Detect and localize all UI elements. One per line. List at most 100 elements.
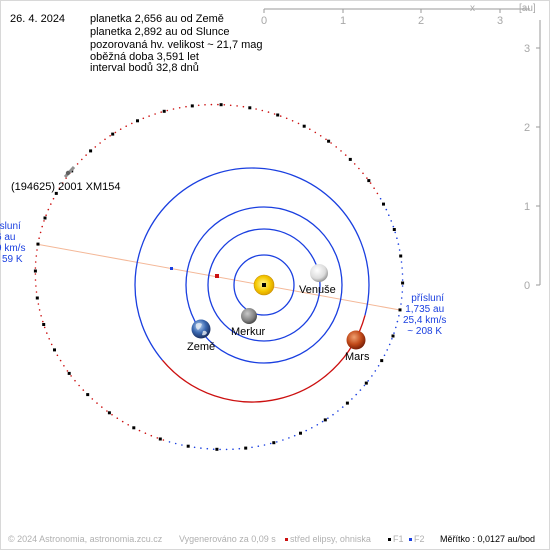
info-distance-sun: planetka 2,892 au od Slunce (90, 26, 230, 38)
asteroid-interval-point (248, 106, 252, 110)
asteroid-orbit-dot (379, 197, 382, 200)
asteroid-interval-point (186, 444, 190, 448)
asteroid-orbit-dot (43, 220, 45, 222)
earth-orbit (185, 206, 343, 364)
asteroid-orbit-dot (45, 214, 47, 216)
asteroid-orbit-dot (325, 138, 327, 141)
asteroid-orbit-dot (269, 442, 272, 445)
perihelion-distance: 1,735 au (405, 304, 445, 315)
mercury-icon (241, 308, 257, 324)
mars-orbit-segment (161, 315, 366, 403)
asteroid-orbit-dot (401, 273, 404, 275)
asteroid-orbit-dot (369, 182, 372, 184)
asteroid-interval-point (244, 446, 248, 450)
asteroid-orbit-dot (400, 261, 403, 263)
asteroid-interval-point (111, 132, 115, 136)
x-tick-1: 1 (340, 15, 346, 27)
earth-icon (191, 319, 211, 339)
asteroid-orbit-dot (111, 413, 113, 416)
asteroid-orbit-dot (34, 261, 37, 263)
asteroid-interval-point (272, 441, 276, 445)
asteroid-orbit-dot (172, 108, 175, 110)
asteroid-orbit-dot (127, 424, 129, 426)
asteroid-orbit-dot (174, 442, 177, 445)
asteroid-orbit-dot (393, 332, 395, 334)
asteroid-orbit-dot (70, 375, 72, 377)
perihelion-title: přísluní (411, 293, 445, 304)
asteroid-interval-point (399, 254, 403, 258)
date-label: 26. 4. 2024 (10, 13, 66, 25)
y-axis (536, 20, 541, 286)
asteroid-orbit-dot (273, 113, 276, 115)
asteroid-interval-point (367, 179, 371, 183)
asteroid-orbit-dot (282, 439, 284, 441)
asteroid-orbit-dot (43, 326, 46, 329)
ellipse-legend-text: střed elipsy, ohniska (290, 534, 371, 544)
asteroid-interval-point (323, 418, 327, 422)
asteroid-orbit-dot (81, 158, 83, 161)
asteroid-orbit-dot (181, 444, 183, 446)
asteroid-orbit-dot (142, 117, 145, 120)
x-tick-2: 2 (418, 15, 424, 27)
asteroid-orbit-dot (160, 111, 162, 113)
asteroid-orbit-dot (85, 154, 87, 156)
asteroid-orbit-dot (225, 448, 228, 451)
x-tick-3: 3 (497, 15, 503, 27)
asteroid-interval-point (391, 334, 395, 338)
asteroid-orbit-dot (76, 163, 79, 165)
asteroid-orbit-dot (388, 214, 390, 216)
asteroid-orbit-dot (178, 107, 181, 109)
asteroid-orbit-dot (46, 332, 48, 334)
perihelion-temperature: ~ 208 K (407, 326, 443, 337)
asteroid-interval-point (43, 216, 47, 220)
asteroid-orbit-dot (212, 448, 215, 451)
asteroid-interval-point (35, 296, 39, 300)
perihelion-info: přísluní 1,735 au 25,4 km/s ~ 208 K (403, 293, 446, 337)
asteroid-orbit-dot (400, 297, 403, 299)
f1-legend-marker (388, 537, 391, 541)
asteroid-orbit-dot (162, 439, 165, 441)
asteroid-orbit-dot (94, 146, 97, 148)
asteroid-interval-point (276, 113, 280, 117)
asteroid-interval-point (401, 281, 405, 285)
asteroid-orbit-dot (78, 384, 80, 387)
asteroid-orbit-dot (353, 163, 356, 165)
asteroid-orbit-dot (91, 398, 94, 400)
focus-f2-marker (215, 274, 219, 278)
asteroid-orbit-dot (50, 203, 52, 205)
asteroid-orbit-dot (229, 104, 232, 107)
asteroid-orbit-dot (383, 354, 386, 357)
asteroid-orbit-dot (185, 105, 187, 108)
asteroid-interval-point (219, 103, 223, 107)
asteroid-orbit-dot (335, 146, 338, 148)
asteroid-orbit-dot (63, 365, 65, 367)
asteroid-orbit-dot (398, 315, 400, 317)
asteroid-interval-point (215, 447, 219, 451)
info-magnitude: pozorovaná hv. velikost ~ 21,7 mag (90, 39, 263, 51)
asteroid-orbit-dot (59, 359, 62, 362)
asteroid-orbit-dot (99, 142, 101, 144)
asteroid-orbit-dot (125, 125, 127, 127)
generation-time: Vygenerováno za 0,09 s (179, 534, 276, 544)
f2-legend-text: F2 (414, 534, 425, 544)
asteroid-orbit-dot (267, 111, 270, 113)
asteroid-orbit-dot (119, 128, 122, 130)
asteroid-interval-point (54, 191, 58, 195)
asteroid-orbit-dot (395, 326, 397, 329)
asteroid-orbit-dot (66, 370, 69, 372)
asteroid-orbit-dot (401, 291, 404, 293)
earth-label: Země (187, 341, 216, 353)
asteroid-orbit-dot (392, 225, 395, 228)
asteroid-orbit-dot (363, 384, 366, 387)
asteroid-orbit-dot (391, 338, 393, 340)
perihelion-speed: 25,4 km/s (403, 315, 447, 326)
asteroid-position-icon (63, 165, 76, 179)
asteroid-orbit-dot (327, 417, 329, 420)
asteroid-orbit-dot (291, 120, 294, 122)
asteroid-orbit-dot (321, 420, 324, 423)
asteroid-orbit-dot (238, 447, 241, 450)
asteroid-interval-point (398, 308, 402, 312)
asteroid-orbit-dot (385, 208, 388, 211)
asteroid-orbit-dot (355, 393, 358, 396)
